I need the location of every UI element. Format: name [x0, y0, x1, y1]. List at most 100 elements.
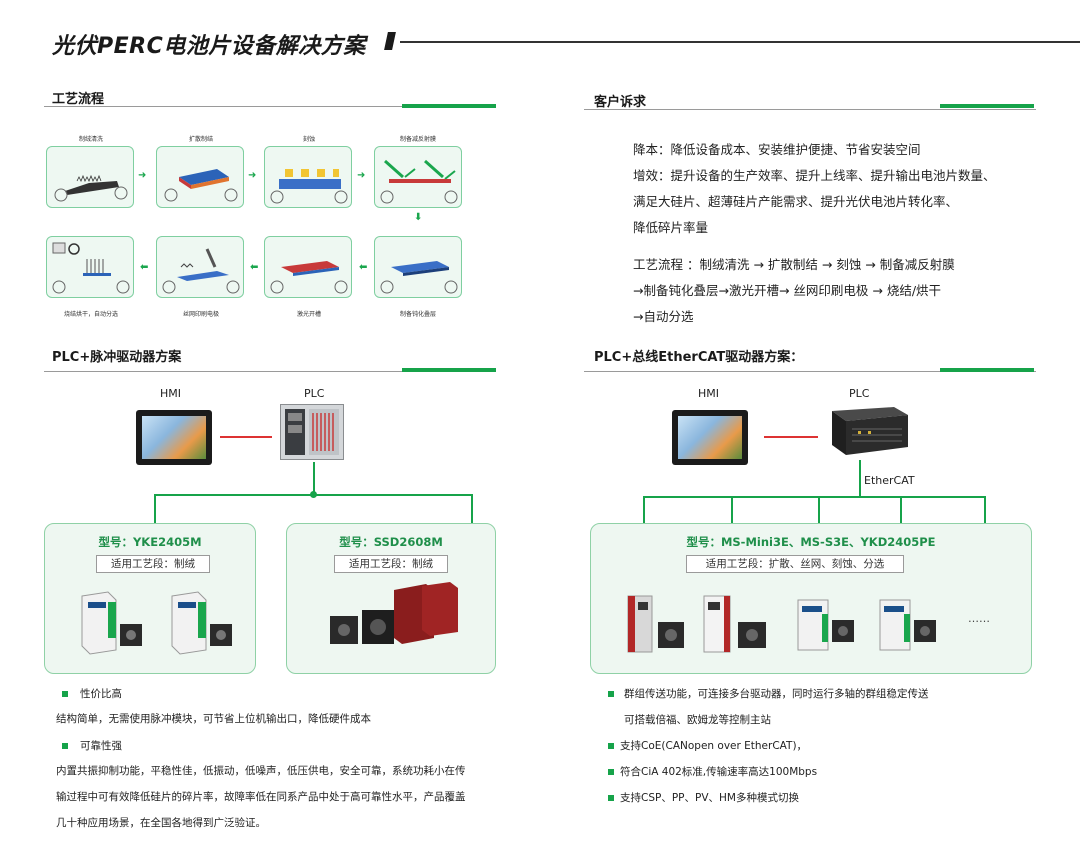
ethercat-bus-drop-3	[818, 496, 820, 524]
feature-text: 结构简单，无需使用脉冲模块，可节省上位机输出口，降低硬件成本	[56, 713, 371, 725]
ethercat-bullet-4: 支持CSP、PP、PV、HM多种模式切换	[608, 790, 799, 805]
step-label-1: 制绒清洗	[78, 136, 103, 143]
arrow-down-icon: ⬇	[414, 212, 423, 223]
step-image-5	[374, 236, 462, 298]
arrow-left-icon: ⬅	[140, 262, 149, 273]
bullet-square-icon	[608, 691, 614, 697]
hmi-label: HMI	[160, 387, 182, 400]
step-label-6: 激光开槽	[296, 311, 321, 318]
flow-line-2: →制备钝化叠层→激光开槽→ 丝网印刷电极 → 烧结/烘干	[633, 283, 942, 298]
ethercat-bullet-1-cont: 可搭载倍福、欧姆龙等控制主站	[624, 714, 771, 726]
requirement-line-2: 增效：提升设备的生产效率、提升上线率、提升输出电池片数量、	[633, 168, 996, 183]
ethercat-bus-drop-5	[984, 496, 986, 524]
feature-text: 几十种应用场景，在全国各地得到广泛验证。	[56, 817, 266, 829]
stepper-driver-image	[168, 588, 232, 655]
stepper-driver-image	[794, 596, 858, 656]
ethercat-bus-label: EtherCAT	[864, 474, 915, 487]
applicable-stage: 适用工艺段：制绒	[96, 555, 210, 573]
model-label: 型号：SSD2608M	[339, 535, 443, 549]
hmi-panel	[672, 410, 748, 465]
servo-driver-image	[624, 592, 688, 656]
requirement-line-3: 满足大硅片、超薄硅片产能需求、提升光伏电池片转化率、	[633, 194, 959, 209]
step-image-7	[156, 236, 244, 298]
page-title: 光伏PERC电池片设备解决方案	[52, 34, 366, 59]
ethercat-bus-drop-2	[731, 496, 733, 524]
requirements-accent	[940, 104, 1034, 108]
step-image-8	[46, 236, 134, 298]
plc-label: PLC	[849, 387, 870, 400]
feature-text: 内置共振抑制功能，平稳性佳，低振动，低噪声，低压供电，安全可靠，系统功耗小在传	[56, 765, 466, 777]
bus-node	[310, 491, 317, 498]
ethercat-bus-drop-4	[900, 496, 902, 524]
requirements-rule	[584, 109, 1036, 110]
driver-box-yke2405m	[44, 523, 256, 674]
feature-head-1: 性价比高	[62, 686, 122, 701]
ethercat-bus-line	[643, 496, 985, 498]
model-label: 型号：MS-Mini3E、MS-S3E、YKD2405PE	[686, 535, 936, 549]
feature-head-2: 可靠性强	[62, 738, 122, 753]
pulse-bus-drop-2	[471, 494, 473, 524]
stepper-driver-image	[78, 588, 142, 655]
plc-unit	[280, 404, 344, 460]
requirement-line-1: 降本：降低设备成本、安装维护便捷、节省安装空间	[633, 142, 921, 157]
bullet-square-icon	[608, 743, 614, 749]
pulse-bus-drop-1	[154, 494, 156, 524]
step-image-3	[264, 146, 352, 208]
arrow-left-icon: ⬅	[359, 262, 368, 273]
ethercat-bus-drop-1	[643, 496, 645, 524]
requirements-title: 客户诉求	[594, 95, 647, 110]
plc-bus-drop	[859, 460, 861, 497]
flow-line-1: 工艺流程 ：制绒清洗 → 扩散制结 → 刻蚀 → 制备减反射膜	[633, 257, 955, 272]
applicable-stage: 适用工艺段：扩散、丝网、刻蚀、分选	[686, 555, 904, 573]
bullet-square-icon	[62, 743, 68, 749]
pulse-section-title: PLC+脉冲驱动器方案	[52, 350, 182, 365]
hmi-plc-link	[764, 436, 818, 438]
ethercat-bullet-1: 群组传送功能，可连接多台驱动器，同时运行多轴的群组稳定传送	[608, 686, 929, 701]
title-mark	[384, 32, 396, 50]
step-image-2	[156, 146, 244, 208]
arrow-right-icon: ➜	[357, 170, 366, 181]
process-section-rule	[44, 106, 496, 107]
requirement-line-4: 降低碎片率量	[633, 220, 709, 235]
title-rule	[400, 41, 1080, 43]
ethercat-bullet-3: 符合CiA 402标准,传输速率高达100Mbps	[608, 764, 817, 779]
process-section-title: 工艺流程	[52, 92, 105, 107]
pulse-section-accent	[402, 368, 496, 372]
ethercat-section-rule	[584, 371, 1036, 372]
step-label-7: 丝网印刷电极	[182, 311, 219, 318]
model-label: 型号：YKE2405M	[98, 535, 202, 549]
ethercat-section-title: PLC+总线EtherCAT驱动器方案：	[594, 350, 804, 365]
arrow-right-icon: ➜	[138, 170, 147, 181]
bullet-square-icon	[608, 769, 614, 775]
step-image-1	[46, 146, 134, 208]
plc-unit	[818, 405, 910, 457]
step-image-6	[264, 236, 352, 298]
ethercat-bullet-2: 支持CoE(CANopen over EtherCAT)，	[608, 738, 807, 753]
stepper-driver-image	[876, 596, 940, 656]
step-label-2: 扩散制结	[188, 136, 213, 143]
driver-box-ssd2608m	[286, 523, 496, 674]
hmi-label: HMI	[698, 387, 720, 400]
servo-driver-image	[700, 592, 770, 656]
step-label-4: 制备减反射膜	[399, 136, 436, 143]
plc-label: PLC	[304, 387, 325, 400]
step-label-8: 烧结烘干，自动分选	[63, 311, 118, 318]
hmi-panel	[136, 410, 212, 465]
arrow-right-icon: ➜	[248, 170, 257, 181]
step-label-5: 制备钝化叠层	[399, 311, 436, 318]
ethercat-section-accent	[940, 368, 1034, 372]
feature-text: 输过程中可有效降低硅片的碎片率，故障率低在同系产品中处于高可靠性水平，产品覆盖	[56, 791, 466, 803]
more-drivers-ellipsis: ……	[968, 612, 990, 625]
servo-motor-driver-image	[326, 580, 466, 652]
bullet-square-icon	[62, 691, 68, 697]
flow-line-3: →自动分选	[633, 309, 694, 324]
step-image-4	[374, 146, 462, 208]
applicable-stage: 适用工艺段：制绒	[334, 555, 448, 573]
process-section-accent	[402, 104, 496, 108]
hmi-plc-link	[220, 436, 272, 438]
bullet-square-icon	[608, 795, 614, 801]
plc-bus-drop	[313, 462, 315, 495]
arrow-left-icon: ⬅	[250, 262, 259, 273]
step-label-3: 刻蚀	[302, 136, 315, 143]
pulse-section-rule	[44, 371, 496, 372]
